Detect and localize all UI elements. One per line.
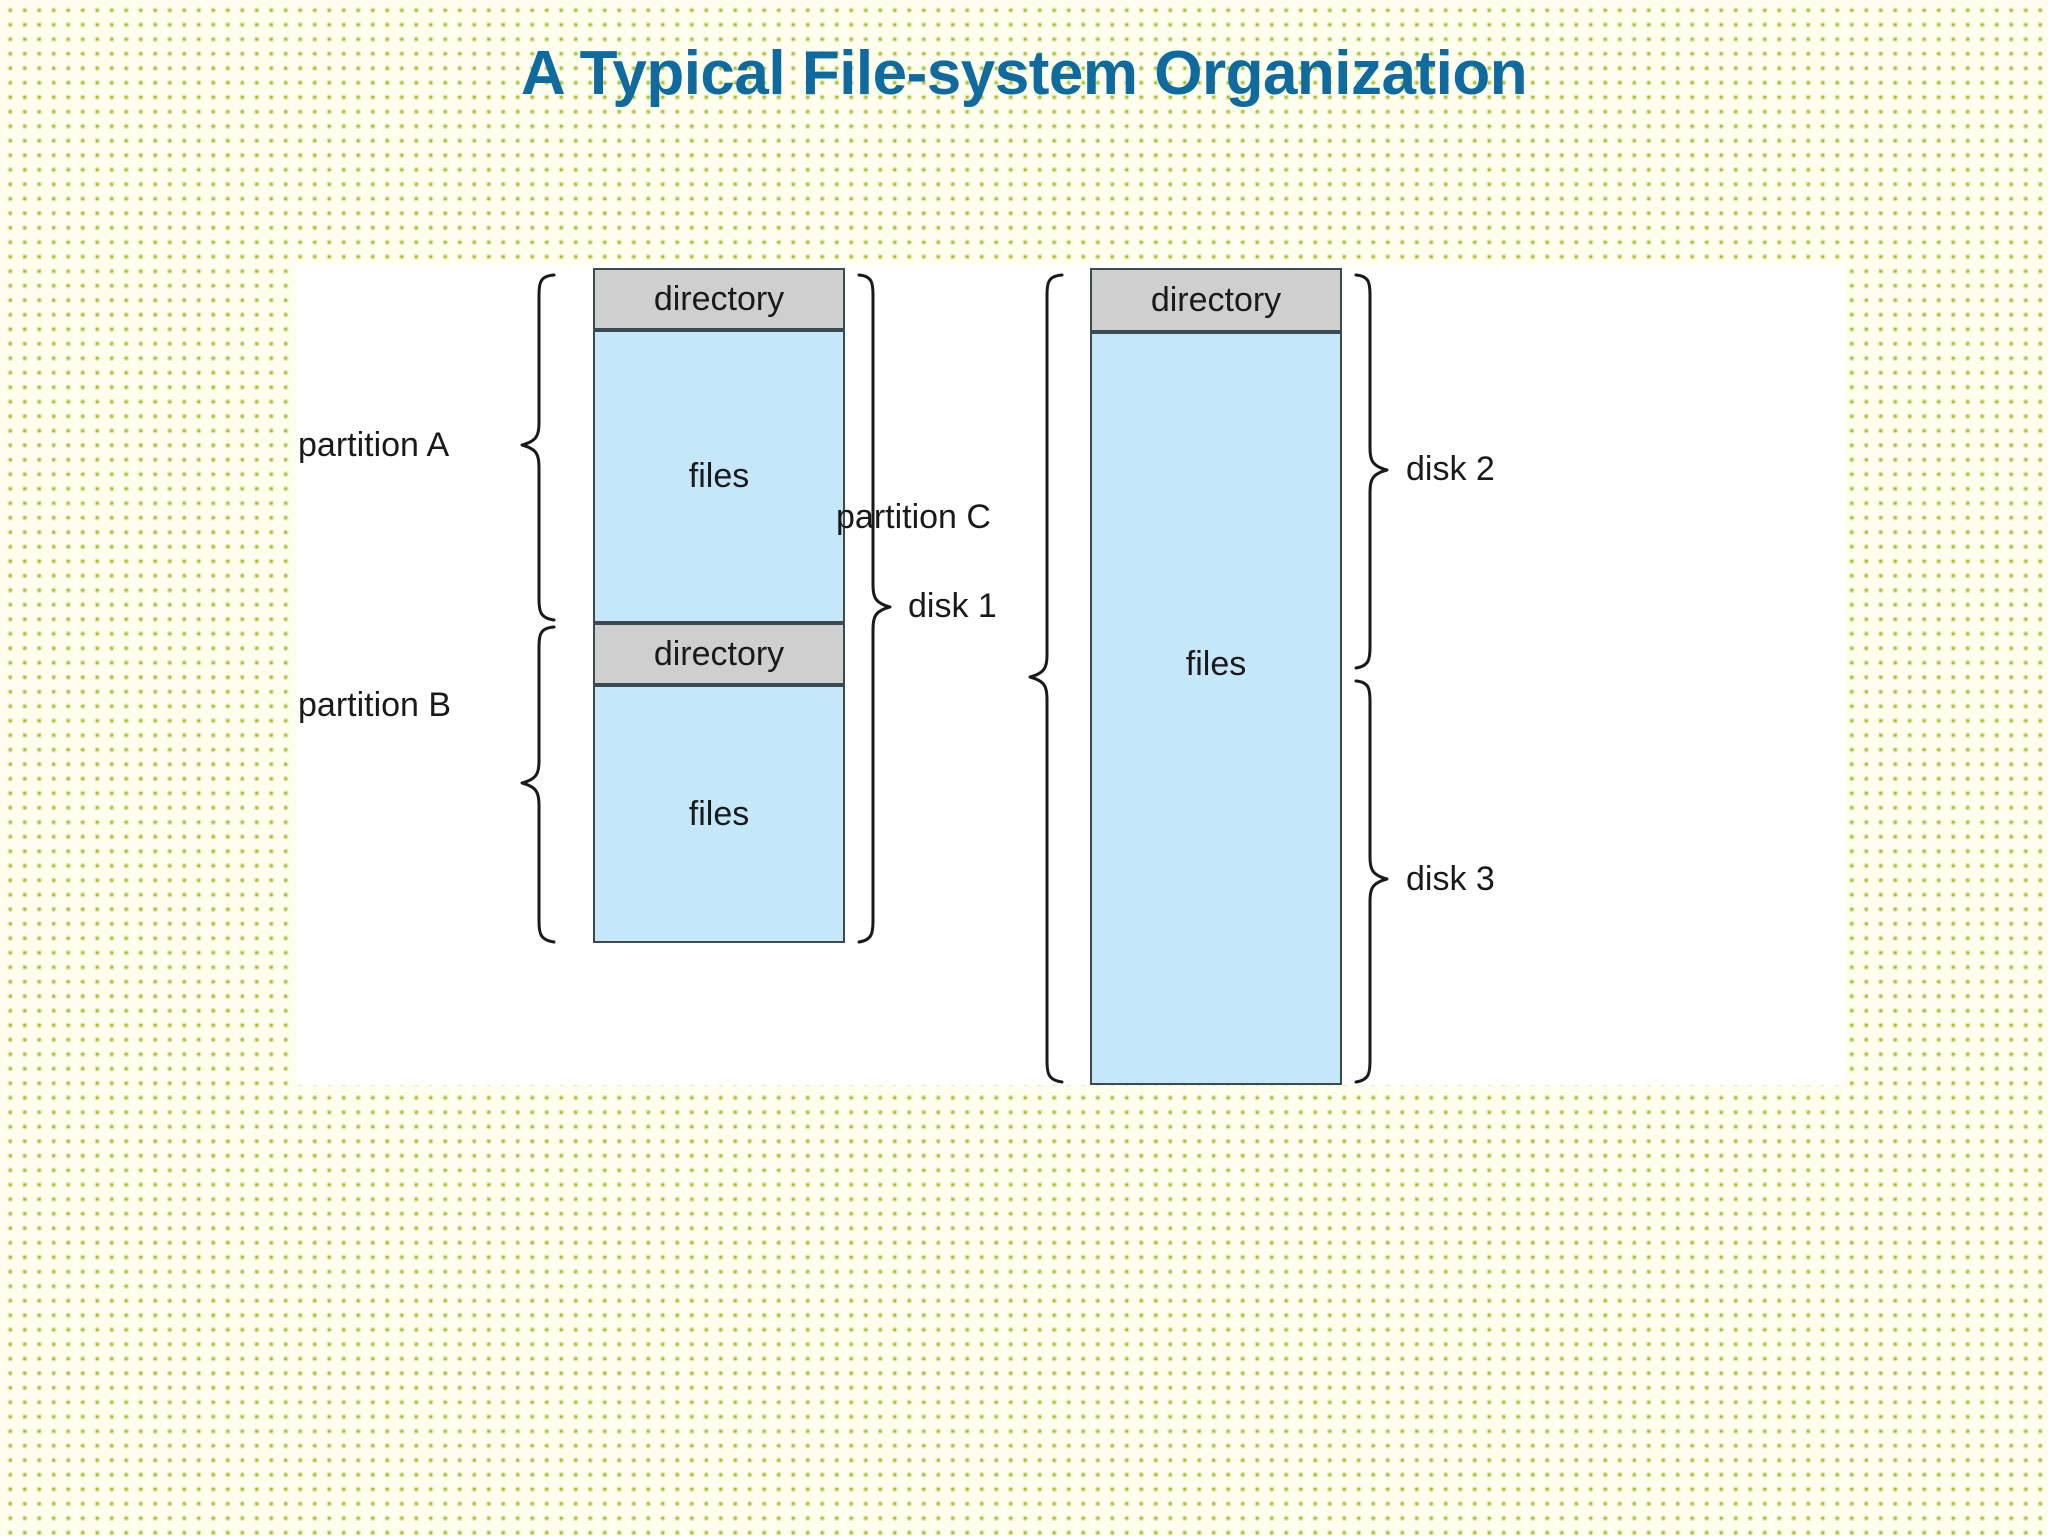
partition-a-brace bbox=[518, 273, 558, 623]
left-partition-a-directory-text: directory bbox=[653, 279, 785, 318]
left-partition-b-directory-box: directory bbox=[593, 623, 845, 685]
left-partition-b-files-text: files bbox=[688, 794, 750, 833]
filesystem-diagram: partition A partition B directory files … bbox=[296, 265, 1845, 1085]
figure-panel: partition A partition B directory files … bbox=[296, 265, 1845, 1085]
left-partition-b-files-box: files bbox=[593, 685, 845, 943]
disk-1-label: disk 1 bbox=[908, 587, 997, 625]
disk-3-brace bbox=[1351, 679, 1391, 1085]
partition-b-label: partition B bbox=[298, 686, 452, 724]
right-files-box: files bbox=[1090, 332, 1342, 1085]
left-partition-a-files-text: files bbox=[688, 457, 750, 495]
disk-2-label: disk 2 bbox=[1406, 450, 1495, 488]
partition-a-label: partition A bbox=[298, 426, 450, 464]
partition-c-brace bbox=[1026, 273, 1066, 1085]
disk-2-brace bbox=[1351, 273, 1391, 671]
partition-b-brace bbox=[518, 625, 558, 945]
right-directory-box: directory bbox=[1090, 268, 1342, 332]
left-partition-a-files-box: files bbox=[593, 330, 845, 623]
disk-3-label: disk 3 bbox=[1406, 860, 1495, 898]
right-files-text: files bbox=[1185, 645, 1247, 683]
disk-1-brace bbox=[854, 273, 894, 945]
right-directory-text: directory bbox=[1150, 280, 1282, 319]
slide-title: A Typical File-system Organization bbox=[520, 39, 1528, 108]
left-partition-b-directory-text: directory bbox=[653, 634, 785, 673]
partition-c-label: partition C bbox=[836, 498, 991, 536]
left-partition-a-directory-box: directory bbox=[593, 268, 845, 330]
